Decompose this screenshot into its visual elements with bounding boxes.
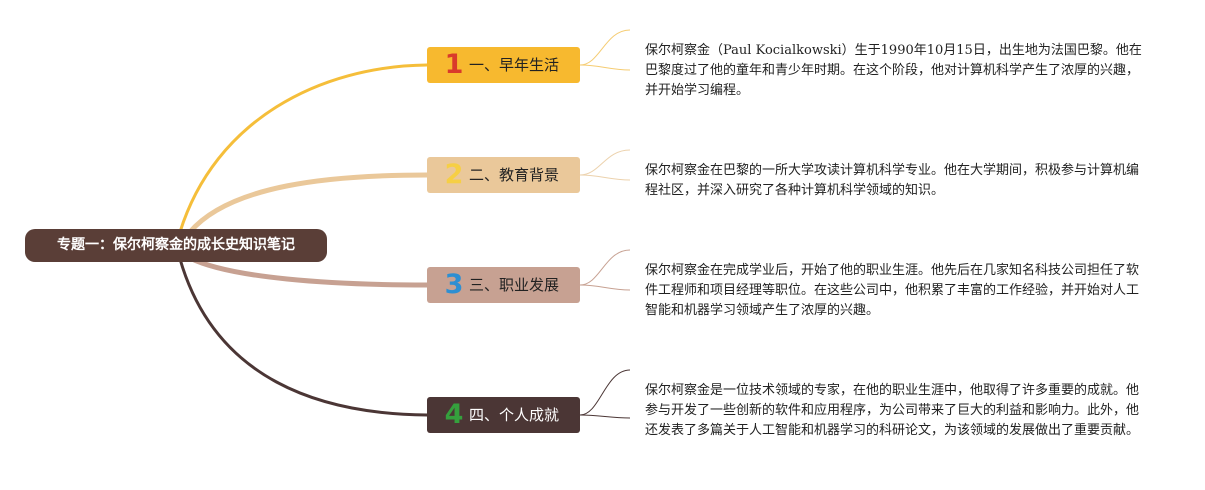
branch-number-badge: 2 (444, 159, 464, 190)
branch-topic-label: 一、早年生活 (469, 56, 560, 74)
branch-topic-achievements[interactable]: 4 四、个人成就 (427, 397, 580, 433)
bracket-branch-4 (579, 369, 631, 419)
branch-topic-label: 二、教育背景 (469, 166, 560, 184)
branch-topic-label: 三、职业发展 (469, 276, 560, 294)
root-topic[interactable]: 专题一：保尔柯察金的成长史知识笔记 (25, 229, 327, 262)
bracket-branch-2 (579, 149, 631, 181)
branch-topic-career[interactable]: 3 三、职业发展 (427, 267, 580, 303)
branch-number-badge: 4 (444, 399, 464, 430)
branch-number-badge: 3 (444, 269, 464, 300)
bracket-branch-3 (579, 249, 631, 291)
bracket-branch-1 (579, 29, 631, 71)
branch-topic-early-life[interactable]: 1 一、早年生活 (427, 47, 580, 83)
branch-number-badge: 1 (444, 49, 464, 80)
connector-branch-1 (178, 63, 429, 234)
connector-branch-4 (178, 257, 429, 417)
connector-branch-3 (187, 255, 430, 288)
connector-branch-2 (187, 172, 430, 235)
note-education[interactable]: 保尔柯察金在巴黎的一所大学攻读计算机科学专业。他在大学期间，积极参与计算机编程社… (645, 163, 1140, 198)
branch-topic-education[interactable]: 2 二、教育背景 (427, 157, 580, 193)
note-career[interactable]: 保尔柯察金在完成学业后，开始了他的职业生涯。他先后在几家知名科技公司担任了软件工… (645, 263, 1140, 318)
note-early-life[interactable]: 保尔柯察金（Paul Kocialkowski）生于1990年10月15日，出生… (645, 43, 1142, 98)
note-achievements[interactable]: 保尔柯察金是一位技术领域的专家，在他的职业生涯中，他取得了许多重要的成就。他参与… (645, 383, 1140, 438)
branch-topic-label: 四、个人成就 (469, 406, 560, 424)
root-topic-label: 专题一：保尔柯察金的成长史知识笔记 (57, 237, 295, 253)
